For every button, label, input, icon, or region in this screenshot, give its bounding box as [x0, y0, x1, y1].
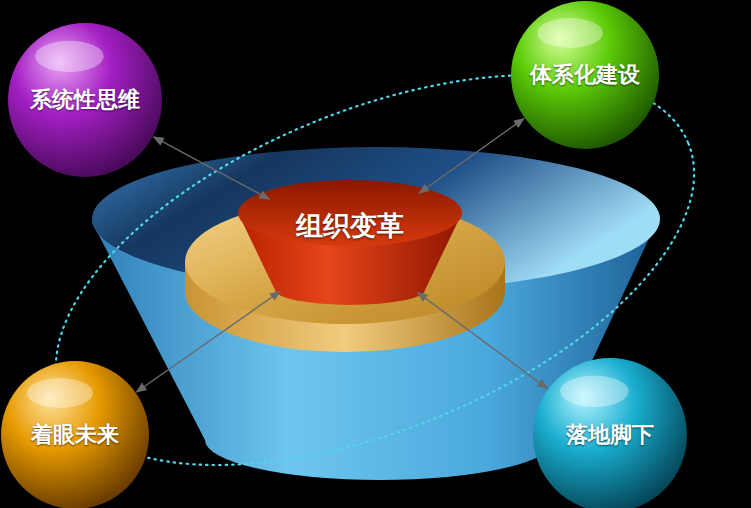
center-bowl: 组织变革 [238, 180, 462, 305]
sphere-node: 体系化建设 [510, 0, 660, 150]
sphere-node: 系统性思维 [7, 22, 163, 178]
connector-arrow [419, 119, 524, 194]
node-label: 体系化建设 [510, 0, 660, 150]
node-label: 系统性思维 [7, 22, 163, 178]
bowl-shape [238, 180, 462, 305]
connector-arrow [154, 137, 270, 199]
node-label: 着眼未来 [0, 360, 150, 508]
sphere-node: 落地脚下 [532, 357, 688, 508]
sphere-node: 着眼未来 [0, 360, 150, 508]
connector-arrow [136, 291, 280, 392]
node-label: 组织变革 [238, 180, 462, 305]
connector-arrow [417, 292, 547, 388]
node-label: 落地脚下 [532, 357, 688, 508]
